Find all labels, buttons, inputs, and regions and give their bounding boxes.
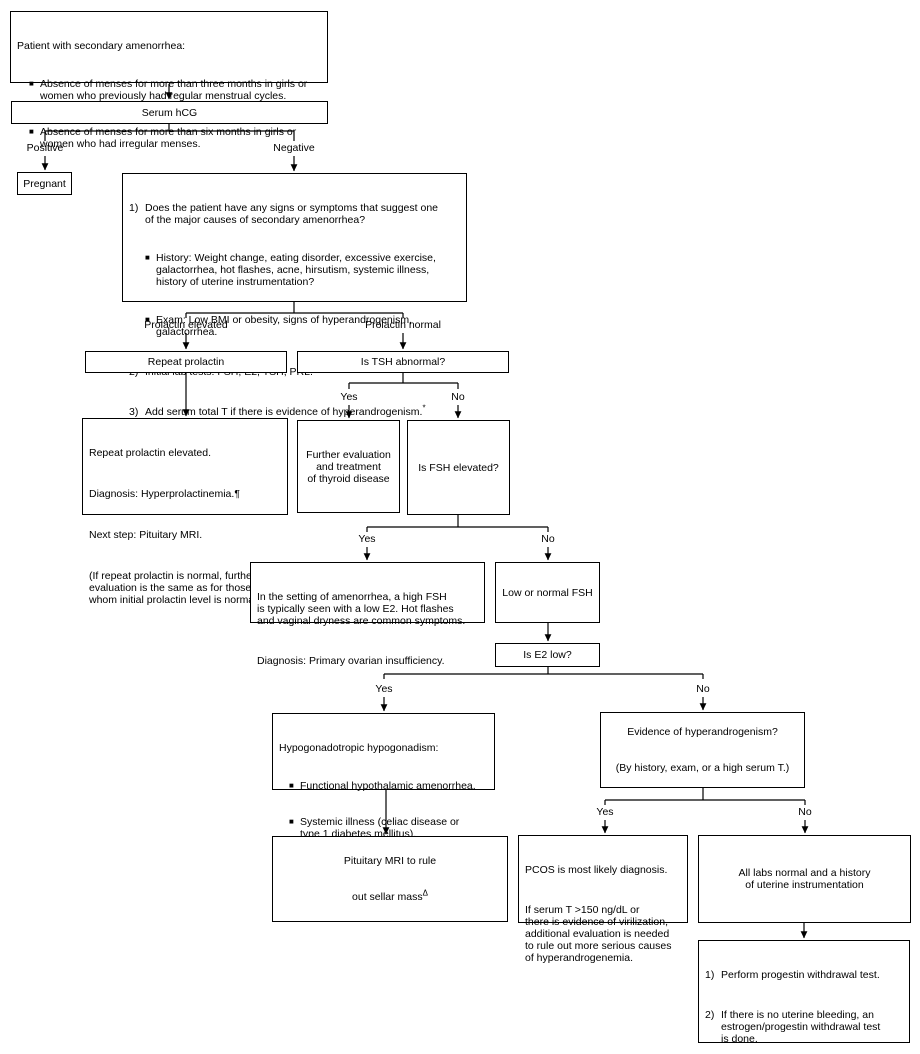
bullet-icon: ■ (289, 781, 294, 790)
node-pcos: PCOS is most likely diagnosis. If serum … (518, 835, 688, 964)
bullet-item: ■ Functional hypothalamic amenorrhea. (289, 780, 476, 792)
node-hypogonadotropic: Hypogonadotropic hypogonadism: ■ Functio… (272, 713, 495, 888)
bullet-icon: ■ (29, 127, 34, 136)
numbered-item: 3) Add serum total T if there is evidenc… (129, 403, 426, 418)
footnote-marker: Δ (422, 888, 428, 898)
edge-label-hyperandrogenism-no: No (798, 806, 812, 818)
node-pregnant: Pregnant (17, 172, 72, 195)
edge-label-e2-no: No (696, 683, 710, 695)
numbered-item: 2) If there is no uterine bleeding, an e… (705, 1009, 881, 1045)
node-tsh-question: Is TSH abnormal? (297, 351, 509, 373)
node-serum-hcg: Serum hCG (11, 101, 328, 124)
node-repeat-prolactin: Repeat prolactin (85, 351, 287, 373)
edge-label-e2-yes: Yes (375, 683, 393, 695)
bullet-item: ■ Absence of menses for more than six mo… (29, 126, 297, 150)
bullet-item: ■ History: Weight change, eating disorde… (145, 252, 436, 288)
edge-label-prolactin-normal: Prolactin normal (365, 319, 441, 331)
node-low-normal-fsh: Low or normal FSH (495, 562, 600, 623)
node-title: Patient with secondary amenorrhea: (17, 40, 186, 52)
numbered-item: 1) Perform progestin withdrawal test. (705, 969, 880, 981)
edge-label-hyperandrogenism-yes: Yes (596, 806, 614, 818)
bullet-icon: ■ (145, 315, 150, 324)
edge-label-positive: Positive (26, 142, 64, 154)
node-thyroid-treatment: Further evaluation and treatment of thyr… (297, 420, 400, 513)
footnote-marker: * (422, 403, 426, 413)
bullet-icon: ■ (145, 253, 150, 262)
edge-label-fsh-no: No (541, 533, 555, 545)
bullet-icon: ■ (289, 817, 294, 826)
node-e2-question: Is E2 low? (495, 643, 600, 667)
footnote-marker: ¶ (234, 488, 240, 500)
bullet-icon: ■ (29, 79, 34, 88)
node-title: Hypogonadotropic hypogonadism: (279, 742, 439, 754)
node-fsh-question: Is FSH elevated? (407, 420, 510, 515)
bullet-item: ■ Exam: Low BMI or obesity, signs of hyp… (145, 314, 413, 338)
edge-label-fsh-yes: Yes (358, 533, 376, 545)
node-pituitary-mri: Pituitary MRI to rule out sellar massΔ (272, 836, 508, 922)
numbered-item: 1) Does the patient have any signs or sy… (129, 202, 439, 226)
bullet-item: ■ Absence of menses for more than three … (29, 78, 308, 102)
edge-label-prolactin-elevated: Prolactin elevated (144, 319, 228, 331)
node-primary-ovarian-insufficiency: In the setting of amenorrhea, a high FSH… (250, 562, 485, 667)
node-withdrawal-tests: 1) Perform progestin withdrawal test. 2)… (698, 940, 910, 1045)
node-hyperprolactinemia: Repeat prolactin elevated. Diagnosis: Hy… (82, 418, 288, 606)
node-patient-definition: Patient with secondary amenorrhea: ■ Abs… (10, 11, 328, 150)
edge-label-tsh-no: No (451, 391, 465, 403)
edge-label-tsh-yes: Yes (340, 391, 358, 403)
edge-label-negative: Negative (273, 142, 315, 154)
node-workup: 1) Does the patient have any signs or sy… (122, 173, 467, 418)
node-all-labs-normal: All labs normal and a history of uterine… (698, 835, 911, 923)
node-hyperandrogenism-question: Evidence of hyperandrogenism? (By histor… (600, 712, 805, 788)
